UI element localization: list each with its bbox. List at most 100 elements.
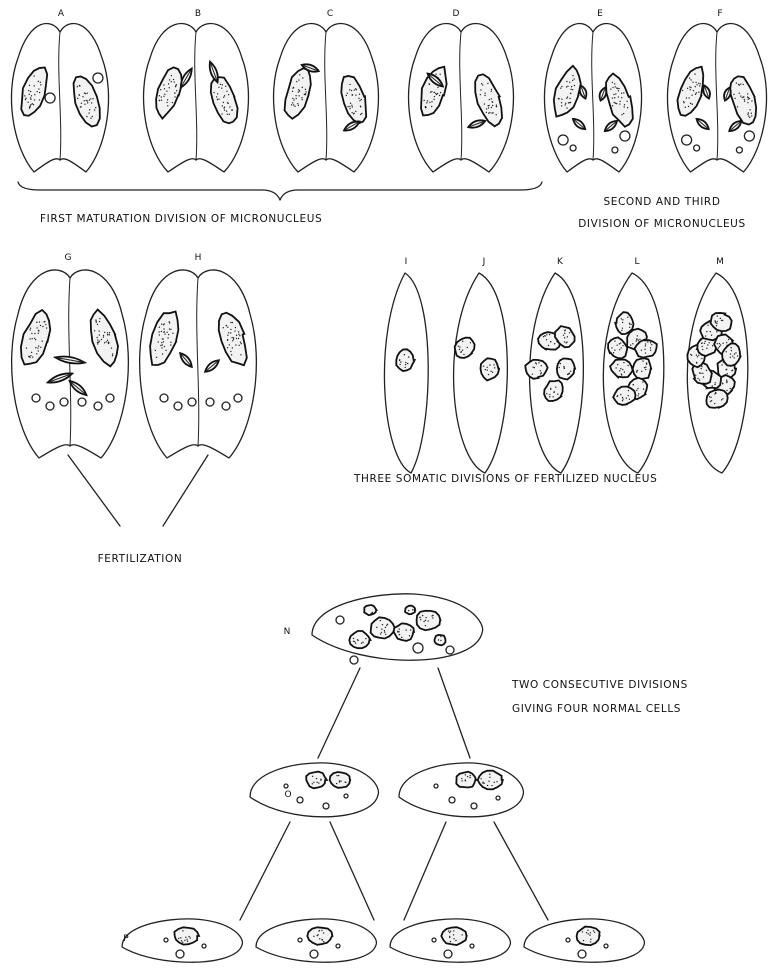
- spindle: [178, 351, 194, 369]
- caption-consecutive-line1: TWO CONSECUTIVE DIVISIONS: [511, 679, 688, 691]
- spindle: [603, 119, 619, 134]
- spindle: [467, 118, 486, 130]
- micronucleus: [174, 402, 182, 410]
- macronucleus: [306, 772, 327, 789]
- macronucleus: [434, 635, 445, 645]
- cell-label-L: L: [634, 257, 639, 267]
- cell-outline: [384, 273, 428, 473]
- spindle: [695, 117, 711, 132]
- cell-label-A: A: [58, 9, 65, 19]
- spindle: [722, 86, 732, 101]
- macronucleus: [143, 307, 185, 370]
- micronucleus: [206, 398, 214, 406]
- cell-label-I: I: [405, 257, 408, 267]
- macronucleus: [83, 307, 124, 369]
- macronucleus: [478, 771, 503, 790]
- micronucleus: [736, 147, 742, 153]
- division-branch: [438, 668, 470, 758]
- micronucleus: [432, 938, 436, 942]
- fertilization-pointer-right: [163, 455, 208, 526]
- macronucleus: [280, 66, 316, 122]
- micronucleus: [446, 646, 454, 654]
- cell-label-G: G: [65, 253, 72, 263]
- cell-label-J: J: [482, 257, 486, 267]
- macronucleus: [726, 73, 762, 127]
- cell-label-K: K: [557, 257, 564, 267]
- micronucleus: [222, 402, 230, 410]
- macronucleus: [371, 617, 395, 638]
- macronucleus: [481, 358, 500, 380]
- micronucleus: [78, 398, 86, 406]
- macronucleus: [441, 927, 466, 945]
- paired-cell-D: [409, 24, 514, 172]
- micronucleus: [570, 145, 576, 151]
- paired-cell-H: [140, 270, 257, 458]
- macronucleus: [456, 772, 476, 788]
- division-tree: [122, 594, 644, 962]
- micronucleus: [604, 944, 608, 948]
- micronucleus: [46, 402, 54, 410]
- macronucleus: [307, 927, 332, 945]
- micronucleus: [449, 797, 455, 803]
- division-branch: [330, 822, 374, 920]
- spindle: [598, 86, 608, 101]
- macronucleus: [396, 349, 414, 371]
- micronucleus: [578, 950, 586, 958]
- spindle: [727, 119, 743, 134]
- cell-O-right: [399, 763, 523, 817]
- macronucleus: [557, 359, 575, 380]
- somatic-cell-L: [603, 273, 663, 473]
- fertilization-pointer-left: [68, 455, 120, 526]
- cell-label-D: D: [453, 9, 460, 19]
- paired-cell-G: [12, 270, 129, 458]
- cell-N: [312, 594, 483, 664]
- macronucleus: [577, 927, 600, 946]
- micronucleus: [344, 794, 348, 798]
- caption-second-third-line1: SECOND AND THIRD: [603, 196, 720, 208]
- micronucleus: [298, 938, 302, 942]
- cell-junction: [592, 32, 594, 160]
- macronucleus: [150, 65, 187, 121]
- paired-cell-A: [11, 24, 108, 172]
- micronucleus: [60, 398, 68, 406]
- division-branch: [318, 668, 360, 758]
- caption-fertilization: FERTILIZATION: [98, 553, 183, 565]
- paired-cells-row-1: [11, 24, 766, 172]
- micronucleus: [566, 938, 570, 942]
- micronucleus: [176, 950, 184, 958]
- micronucleus: [612, 147, 618, 153]
- cell-junction: [195, 32, 197, 160]
- cell-label-B: B: [195, 9, 201, 19]
- spindle: [578, 84, 588, 99]
- micronucleus: [444, 950, 452, 958]
- division-branch: [240, 822, 290, 920]
- division-branch: [494, 822, 548, 920]
- micronucleus: [94, 402, 102, 410]
- micronucleus: [202, 944, 206, 948]
- caption-consecutive-line2: GIVING FOUR NORMAL CELLS: [512, 703, 681, 715]
- cell-junction: [325, 32, 327, 160]
- cell-label-N: N: [284, 627, 291, 637]
- cell-P4: [524, 919, 644, 962]
- caption-second-third-line2: DIVISION OF MICRONUCLEUS: [578, 218, 745, 230]
- somatic-cell-M: [686, 273, 747, 473]
- cell-label-E: E: [597, 9, 603, 19]
- division-branch: [404, 822, 446, 920]
- somatic-cell-K: [524, 273, 584, 473]
- cell-O-left: [250, 763, 378, 817]
- macronucleus: [540, 376, 568, 405]
- macronucleus: [417, 611, 441, 630]
- micronucleus: [496, 796, 500, 800]
- macronucleus: [633, 358, 652, 379]
- macronucleus: [68, 73, 106, 129]
- macronucleus: [174, 927, 199, 944]
- brace-first-maturation: [18, 182, 542, 200]
- micronucleus: [323, 803, 329, 809]
- cell-label-P: P: [123, 934, 129, 944]
- micronucleus: [434, 784, 438, 788]
- cell-label-C: C: [327, 9, 333, 19]
- cell-P2: [256, 919, 376, 962]
- micronucleus: [297, 797, 303, 803]
- spindle: [342, 119, 361, 133]
